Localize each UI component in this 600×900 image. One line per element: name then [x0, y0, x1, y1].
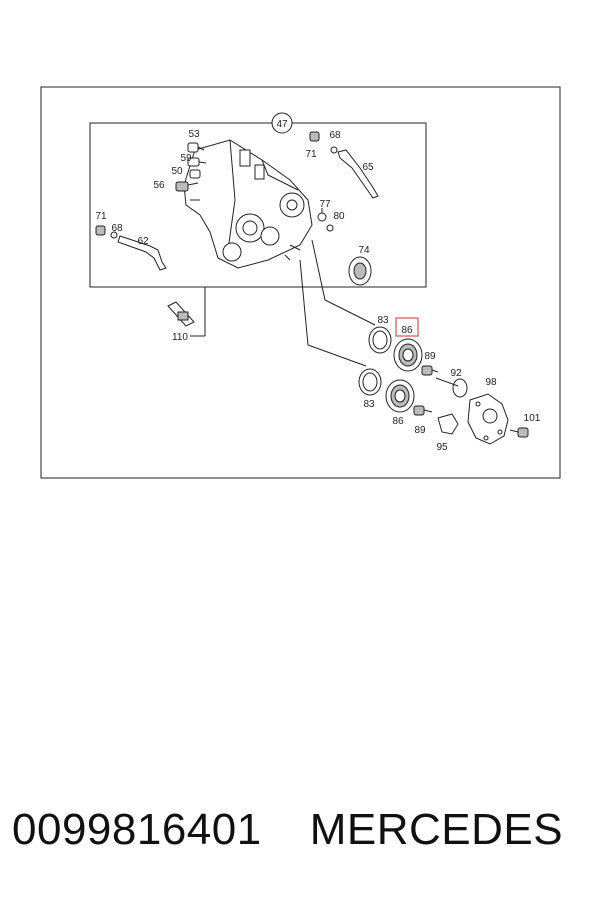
- callout-89-upper: 89: [424, 351, 436, 362]
- part-caption: 0099816401 MERCEDES: [12, 800, 592, 860]
- parts-53-59-50-56: [175, 142, 207, 192]
- transmission-housing: [183, 139, 313, 269]
- callout-59: 59: [180, 153, 192, 164]
- callout-101: 101: [524, 413, 541, 424]
- assembly-47-box: [89, 122, 427, 288]
- bolt-89-upper: [421, 365, 439, 376]
- diagram-outer-frame: [40, 86, 561, 479]
- bolt-89-lower: [413, 405, 433, 416]
- shaft-92: [435, 377, 468, 398]
- callout-56: 56: [153, 180, 165, 191]
- callout-74: 74: [358, 245, 370, 256]
- callout-89-lower: 89: [414, 425, 426, 436]
- callout-77: 77: [319, 199, 331, 210]
- callout-68-left: 68: [111, 223, 123, 234]
- callout-83-lower: 83: [363, 399, 375, 410]
- highlight-86-box: [395, 317, 419, 337]
- callout-47-circle: [271, 112, 293, 134]
- callout-62: 62: [137, 236, 149, 247]
- callout-92: 92: [450, 368, 462, 379]
- callout-50: 50: [171, 166, 183, 177]
- bolt-101: [509, 427, 529, 438]
- callout-86-upper: 86: [401, 325, 413, 336]
- callout-71-right: 71: [305, 149, 317, 160]
- part-65-assembly: [309, 131, 379, 199]
- callout-110: 110: [172, 332, 188, 343]
- callout-98: 98: [485, 377, 497, 388]
- part-62-assembly: [95, 225, 167, 271]
- callout-95: 95: [436, 442, 448, 453]
- callout-68-right: 68: [329, 130, 341, 141]
- seal-74: [348, 256, 372, 286]
- callout-83-upper: 83: [377, 315, 389, 326]
- callout-71-left: 71: [95, 211, 107, 222]
- bearing-set-upper: [368, 326, 423, 372]
- bearing-set-lower: [358, 368, 415, 413]
- part-number: 0099816401: [12, 805, 262, 854]
- callout-47: 47: [276, 119, 288, 130]
- callout-53: 53: [188, 129, 200, 140]
- parts-diagram: 47: [40, 86, 561, 479]
- leader-lines: [284, 239, 376, 367]
- sensor-110: [167, 287, 206, 337]
- cover-98: [467, 393, 509, 445]
- callout-86-lower: 86: [392, 416, 404, 427]
- parts-77-80: [317, 208, 334, 232]
- callout-80: 80: [333, 211, 345, 222]
- brand-name: MERCEDES: [309, 805, 564, 854]
- bracket-95: [437, 413, 459, 435]
- callout-65: 65: [362, 162, 374, 173]
